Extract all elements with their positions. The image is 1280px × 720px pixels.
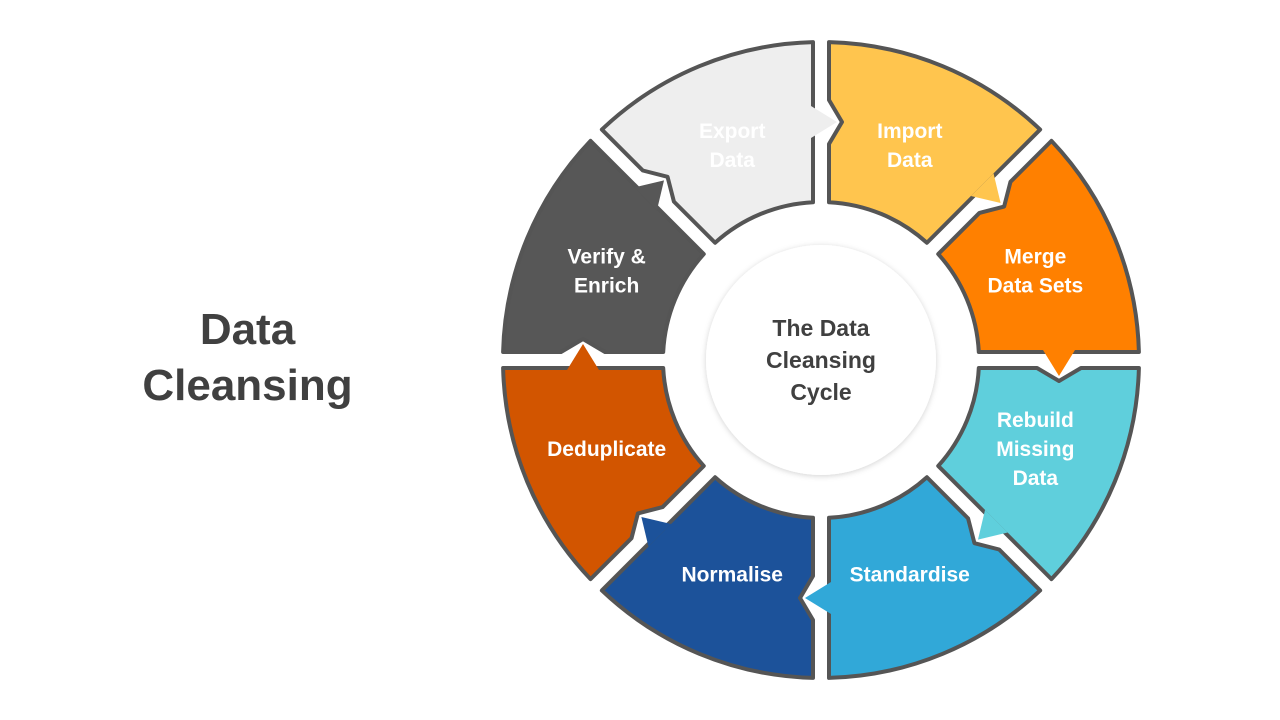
center-label-line: The Data: [772, 315, 869, 341]
step-label: Standardise: [850, 563, 970, 586]
step-label-line: Missing: [996, 437, 1074, 460]
step-label-line: Data Sets: [987, 274, 1083, 297]
center-circle: [706, 245, 936, 475]
step-label-line: Verify &: [568, 245, 646, 268]
cycle-arrowhead: [811, 106, 837, 138]
step-label-line: Normalise: [681, 563, 783, 586]
step-label-line: Data: [887, 149, 933, 172]
cycle-segment: [599, 40, 815, 245]
step-label-line: Merge: [1004, 245, 1066, 268]
cycle-arrowhead: [970, 173, 1001, 204]
cycle-arrowhead: [567, 344, 599, 370]
cycle-segment: [501, 138, 706, 354]
slide-title-line-2: Cleansing: [142, 361, 353, 410]
center-label-line: Cleansing: [766, 347, 876, 373]
step-label-line: Rebuild: [997, 408, 1074, 431]
cycle-segment: [599, 475, 815, 680]
cycle-arrowhead: [634, 180, 665, 211]
slide-title: Data Cleansing: [120, 302, 375, 414]
step-label: Verify & Enrich: [568, 245, 646, 297]
cycle-arrowhead: [977, 509, 1008, 540]
cycle-segment: [827, 40, 1043, 245]
cycle-segment: [936, 138, 1141, 354]
cycle-arrowhead: [641, 516, 672, 547]
step-label-line: Import: [877, 120, 942, 143]
cycle-arrowhead: [805, 582, 831, 614]
cycle-segment: [501, 366, 706, 582]
slide-title-line-1: Data: [199, 305, 296, 354]
step-label-line: Standardise: [850, 563, 970, 586]
step-label: Normalise: [681, 563, 783, 586]
step-label-line: Deduplicate: [547, 437, 666, 460]
center-label-line: Cycle: [790, 379, 851, 405]
step-label-line: Data: [709, 149, 755, 172]
cycle-arrowhead: [1043, 350, 1075, 376]
step-label-line: Export: [699, 120, 766, 143]
cycle-segment: [827, 475, 1043, 680]
cycle-segment: [936, 366, 1141, 582]
step-label: Deduplicate: [547, 437, 666, 460]
step-label-line: Enrich: [574, 274, 639, 297]
step-label-line: Data: [1013, 466, 1059, 489]
